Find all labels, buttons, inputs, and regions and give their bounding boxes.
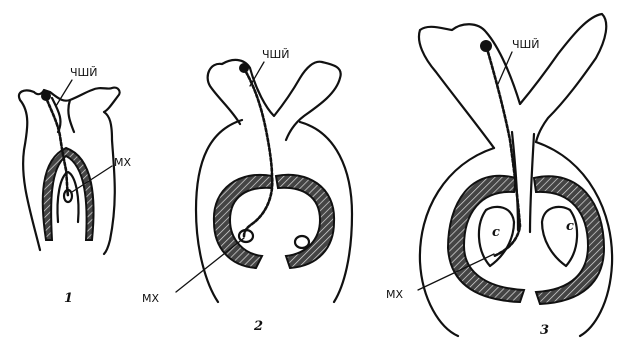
pollen-grain-3 (480, 40, 492, 52)
pollen-tube-2 (244, 72, 272, 236)
ovary-right-wall-2 (276, 175, 334, 268)
chamber-label-right-3: с (566, 219, 574, 234)
label-mx-1: МХ (114, 156, 131, 169)
ovary-left-wall-3 (448, 176, 524, 302)
ovule-right-3 (542, 207, 577, 266)
pollen-grain-2 (239, 63, 249, 73)
figure-3: ЧШЙ МХ с с 3 (386, 14, 612, 338)
figure-number-1: 1 (64, 291, 73, 306)
figure-number-2: 2 (253, 319, 263, 334)
style-canal-1 (52, 98, 74, 132)
figure-1: ЧШЙ МХ 1 (19, 66, 132, 306)
ovary-left-wall-2 (214, 175, 272, 268)
stigma-outline-2 (208, 60, 341, 140)
label-mx-3: МХ (386, 288, 403, 301)
leader-line-chsh-3 (498, 52, 512, 84)
figure-2: ЧШЙ МХ 2 (142, 48, 352, 334)
label-mx-2: МХ (142, 292, 159, 305)
label-chsh-1: ЧШЙ (70, 66, 98, 79)
stigma-outline-3 (419, 14, 606, 148)
chamber-label-left-3: с (492, 225, 500, 240)
ovule-right-2 (295, 236, 309, 248)
label-chsh-2: ЧШЙ (262, 48, 290, 61)
figure-number-3: 3 (540, 323, 549, 338)
label-chsh-3: ЧШЙ (512, 38, 540, 51)
leader-line-mx-2 (176, 238, 244, 292)
